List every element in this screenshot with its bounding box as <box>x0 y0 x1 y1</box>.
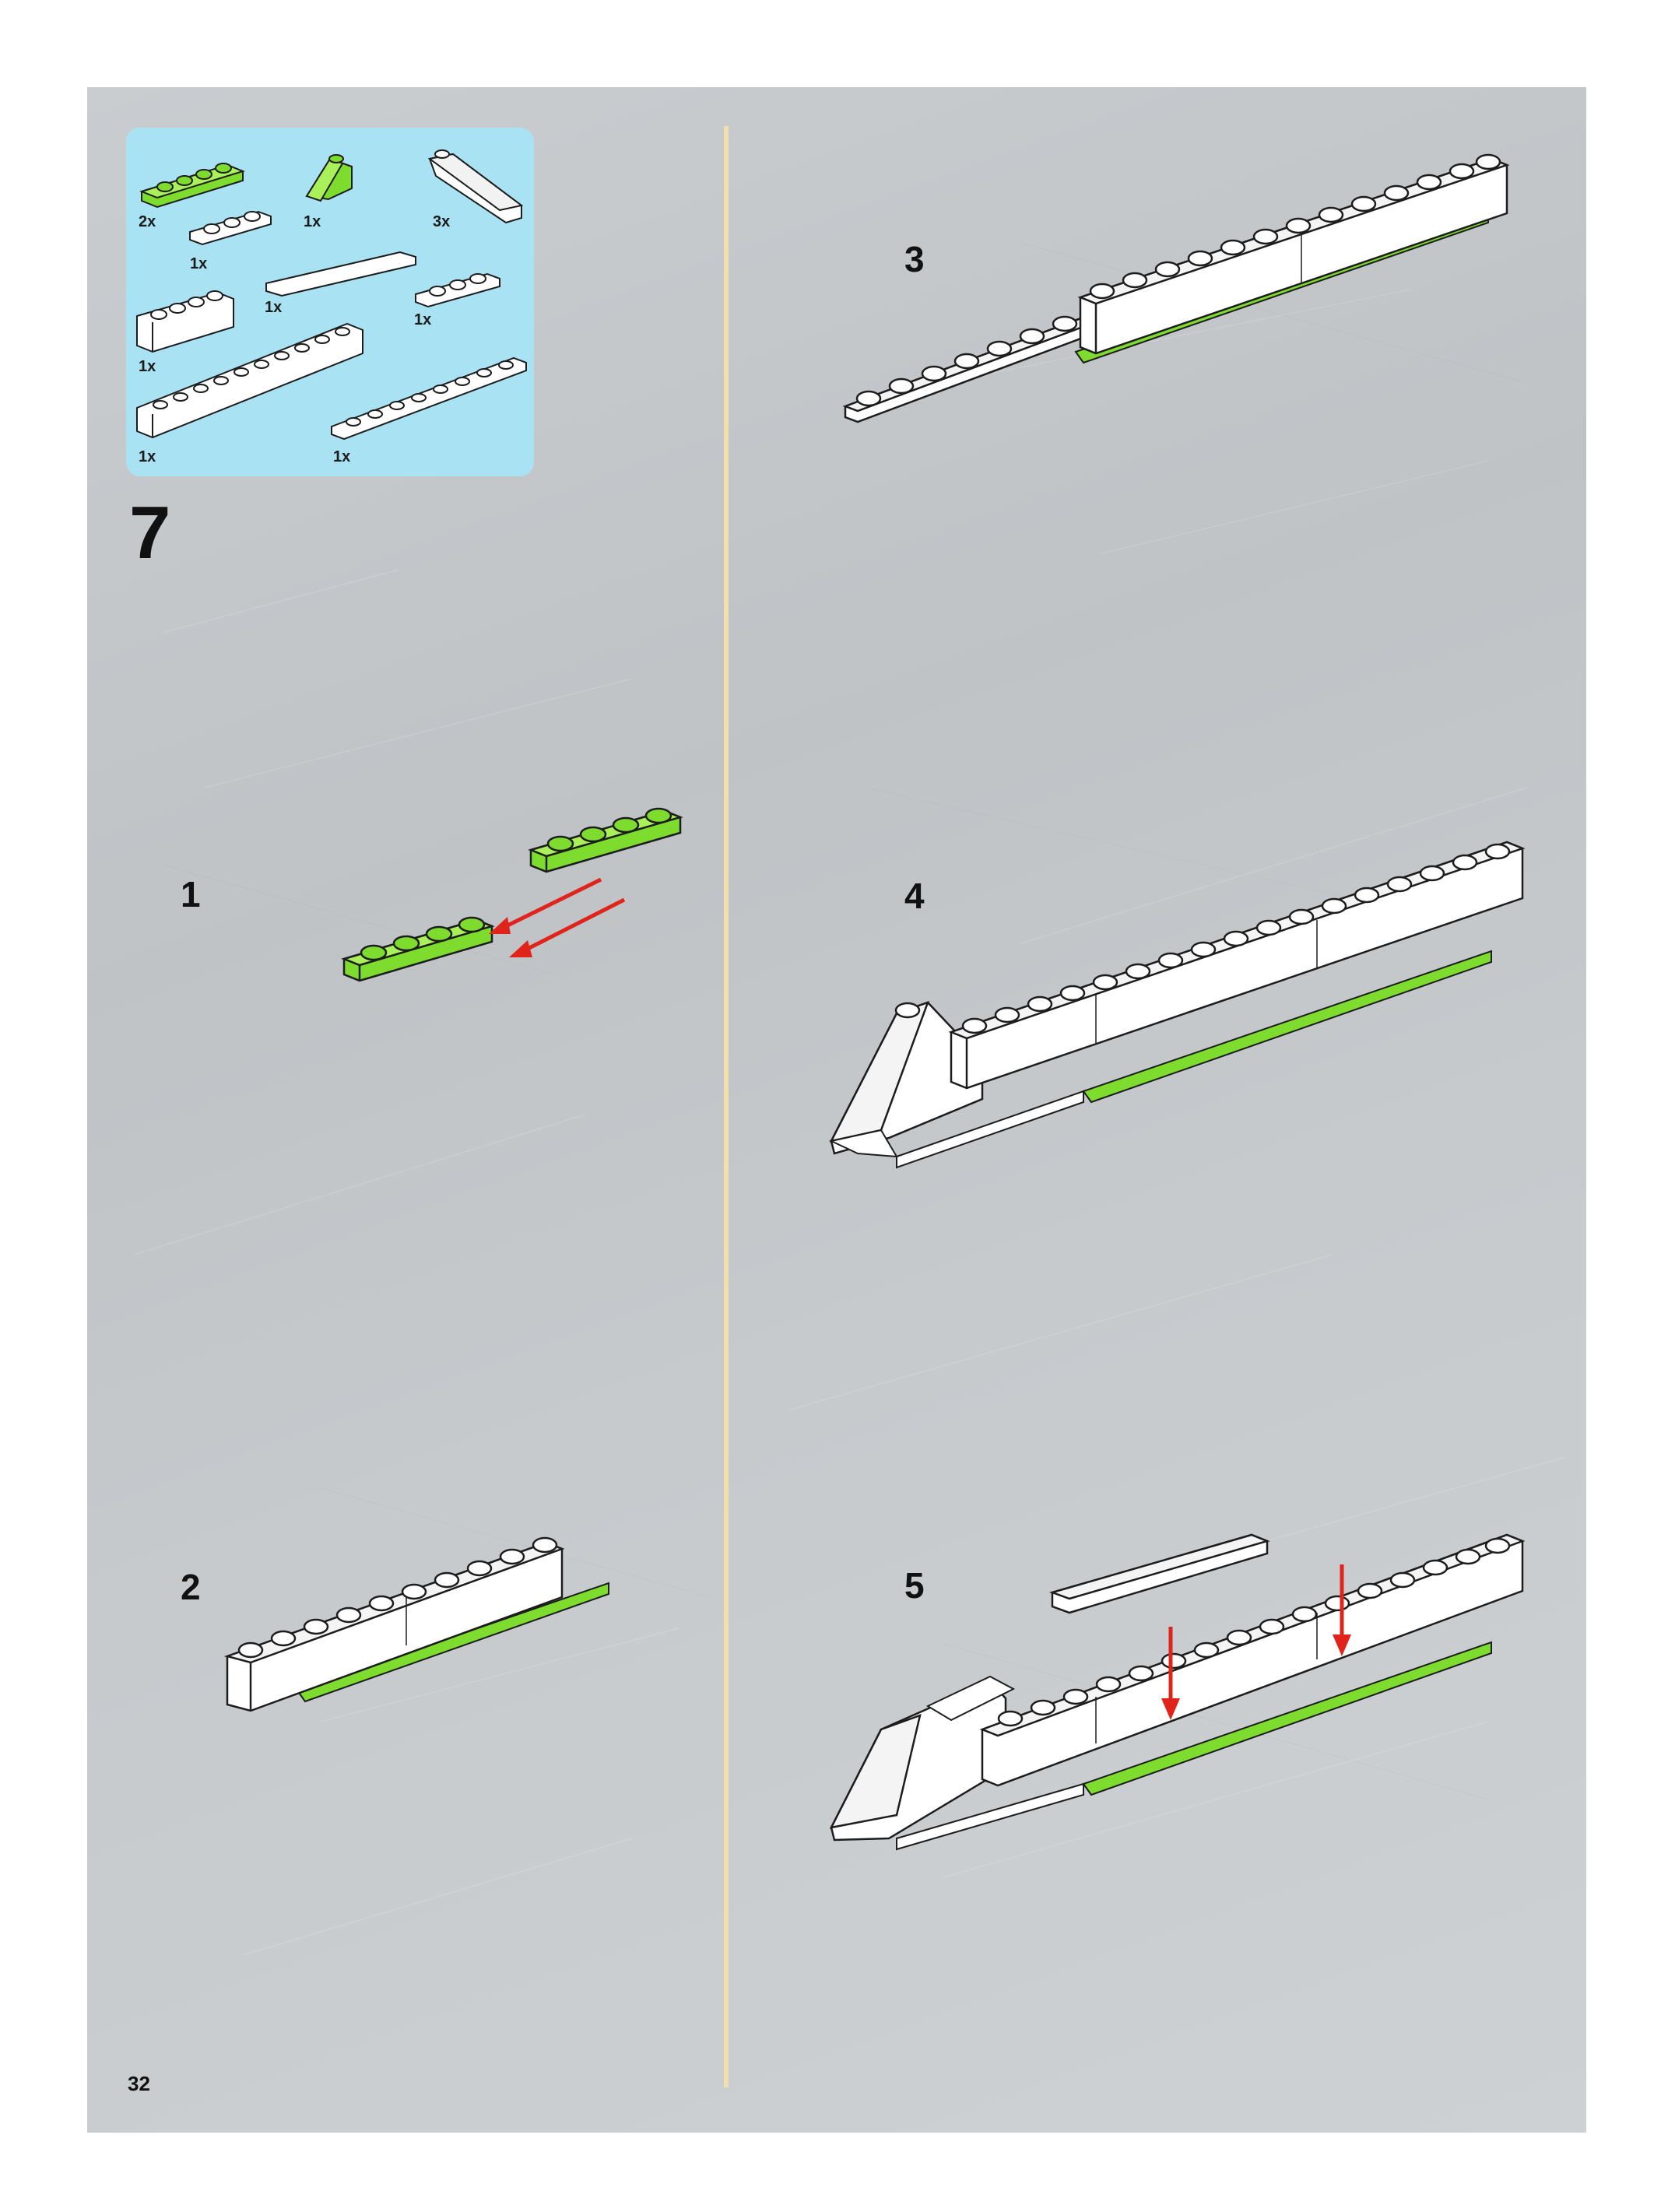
step-3-illustration <box>842 153 1510 423</box>
step-5-illustration <box>829 1533 1526 1851</box>
step-2-illustration <box>223 1536 609 1712</box>
part-qty: 1x <box>265 299 283 316</box>
green-slope-icon <box>305 154 353 202</box>
white-brick-1x4-icon <box>136 290 234 353</box>
part-qty: 1x <box>139 358 156 375</box>
part-qty: 1x <box>139 448 156 465</box>
white-plate-1x8-icon <box>331 356 527 441</box>
parts-list-box: 2x 1x 3x 1x 1x 1x 1x 1x 1x <box>126 128 534 476</box>
step-label-4: 4 <box>904 876 925 916</box>
part-qty: 2x <box>139 213 156 230</box>
column-divider <box>724 126 729 2087</box>
green-plate-1x4-icon <box>139 163 245 209</box>
page-number: 32 <box>128 2072 150 2095</box>
part-qty: 1x <box>304 213 321 230</box>
main-step-number: 7 <box>129 491 171 574</box>
step-label-5: 5 <box>904 1565 925 1606</box>
red-arrow-icon <box>489 877 602 934</box>
step-label-2: 2 <box>181 1567 201 1607</box>
red-arrow-icon <box>509 897 626 957</box>
white-brick-1x10-icon <box>136 322 363 439</box>
white-slope-icon <box>427 149 524 224</box>
part-qty: 1x <box>190 255 208 272</box>
instruction-page: 2x 1x 3x 1x 1x 1x 1x 1x 1x 7 1 2 3 4 5 <box>87 87 1586 2133</box>
part-qty: 1x <box>333 448 351 465</box>
step-label-3: 3 <box>904 239 925 279</box>
step-label-1: 1 <box>181 874 201 915</box>
part-qty: 1x <box>414 311 432 328</box>
white-tile-1x6-icon <box>265 251 416 297</box>
part-qty: 3x <box>433 213 451 230</box>
red-arrow-icon <box>1333 1564 1351 1656</box>
white-plate-1x3-icon <box>415 272 500 308</box>
step-1-illustration <box>341 807 683 982</box>
red-arrow-icon <box>1161 1627 1180 1720</box>
white-plate-1x3-icon <box>189 210 272 246</box>
step-4-illustration <box>828 841 1526 1169</box>
